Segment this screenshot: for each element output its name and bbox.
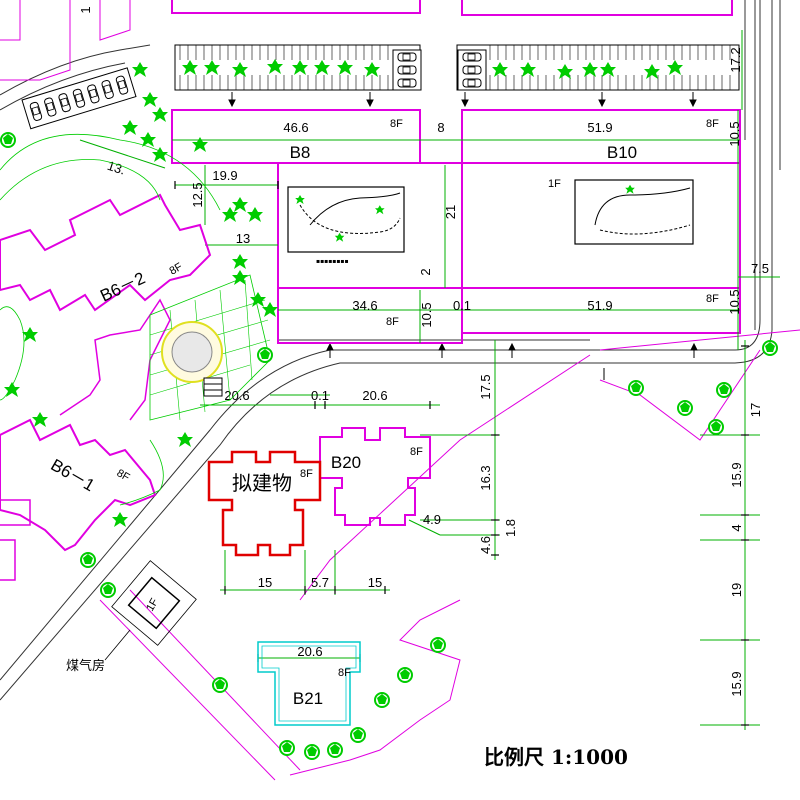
dim-0-1-mid: 0.1	[311, 388, 329, 403]
b20-floors: 8F	[410, 446, 423, 458]
dim-13-diag: 13.	[105, 158, 127, 178]
site-boundaries	[0, 0, 800, 781]
dim-7-5: 7.5	[751, 261, 769, 276]
dim-21: 21	[443, 205, 458, 219]
building-b20: B20 8F	[319, 427, 431, 526]
dimension-labels: 19.9 12.5 13 13. 21 2 34.6 10.5 0.1 51.9…	[78, 6, 769, 696]
top-buildings	[171, 0, 733, 16]
roof-garden-left: ▪▪▪▪▪▪▪▪	[287, 186, 405, 265]
building-b6-2: B6－2 8F	[0, 193, 212, 312]
dim-4: 4	[729, 524, 744, 531]
roads	[0, 0, 781, 701]
gas-house-label: 煤气房	[66, 658, 105, 674]
lower-left-floors: 8F	[386, 316, 399, 328]
lower-right-floors: 8F	[706, 293, 719, 305]
landscape-contours	[0, 133, 221, 506]
dim-15-left: 15	[258, 575, 272, 590]
dim-4-6: 4.6	[478, 536, 493, 554]
gas-house: 1F 煤气房	[66, 560, 197, 674]
dim-12-5: 12.5	[190, 182, 205, 207]
dim-15-9-top: 15.9	[729, 462, 744, 487]
dim-17-2: 17.2	[728, 47, 743, 72]
dimension-lines	[79, 30, 780, 730]
b6-2-label: B6－2	[97, 268, 148, 305]
dim-0-1-top: 0.1	[453, 298, 471, 313]
lower-right-width: 51.9	[587, 298, 612, 313]
b6-2-floors: 8F	[168, 261, 185, 278]
proposed-floors: 8F	[300, 468, 313, 480]
dim-10-5-left: 10.5	[419, 302, 434, 327]
dim-17-5: 17.5	[478, 374, 493, 399]
b10-floors: 8F	[706, 118, 719, 130]
dim-19-9: 19.9	[212, 168, 237, 183]
b8-label: B8	[290, 143, 311, 162]
dim-13: 13	[236, 231, 250, 246]
dim-1-8: 1.8	[503, 519, 518, 537]
building-b21: 20.6 B21 8F	[257, 641, 361, 726]
b10-podium-floor: 1F	[548, 178, 561, 190]
left-edge-buildings	[0, 499, 31, 581]
proposed-building: 拟建物 8F	[207, 450, 322, 557]
b10-width-dim: 51.9	[587, 120, 612, 135]
b8-floors: 8F	[390, 118, 403, 130]
dim-16-3: 16.3	[478, 465, 493, 490]
b10-label: B10	[607, 143, 637, 162]
parking-left-diag	[21, 67, 137, 130]
proposed-label: 拟建物	[232, 471, 292, 495]
scale-label: 比例尺 1:1000	[484, 745, 628, 769]
dim-15-right: 15	[368, 575, 382, 590]
gap-dim-b8-b10: 8	[420, 120, 462, 141]
b8-width-dim: 46.6	[283, 120, 308, 135]
b20-width-dim: 20.6	[362, 388, 387, 403]
dim-10-5-right-bottom: 10.5	[727, 289, 742, 314]
b6-1-floors: 8F	[115, 467, 132, 484]
dim-1-top: 1	[78, 6, 93, 13]
plaza	[149, 274, 271, 421]
dim-5-7: 5.7	[311, 575, 329, 590]
b21-floors: 8F	[338, 667, 351, 679]
entry-arrows	[228, 92, 698, 380]
dim-4-9: 4.9	[423, 512, 441, 527]
svg-text:8: 8	[437, 120, 444, 135]
roof-garden-right	[574, 179, 694, 245]
dim-17: 17	[748, 403, 763, 417]
dim-2: 2	[418, 268, 433, 275]
dim-10-5-right-top: 10.5	[727, 121, 742, 146]
shrubs	[4, 62, 278, 527]
b21-width-dim: 20.6	[297, 644, 322, 659]
b20-label: B20	[331, 453, 361, 472]
gas-house-floors: 1F	[144, 596, 161, 613]
building-b8: 46.6 8F B8	[171, 109, 421, 164]
dim-15-9-bottom: 15.9	[729, 671, 744, 696]
lower-left-width: 34.6	[352, 298, 377, 313]
building-b10: 51.9 8F B10	[461, 109, 741, 164]
roof-garden-left-note: ▪▪▪▪▪▪▪▪	[316, 258, 349, 265]
b6-1-label: B6－1	[48, 455, 98, 495]
b21-label: B21	[293, 689, 323, 708]
dim-19: 19	[729, 583, 744, 597]
